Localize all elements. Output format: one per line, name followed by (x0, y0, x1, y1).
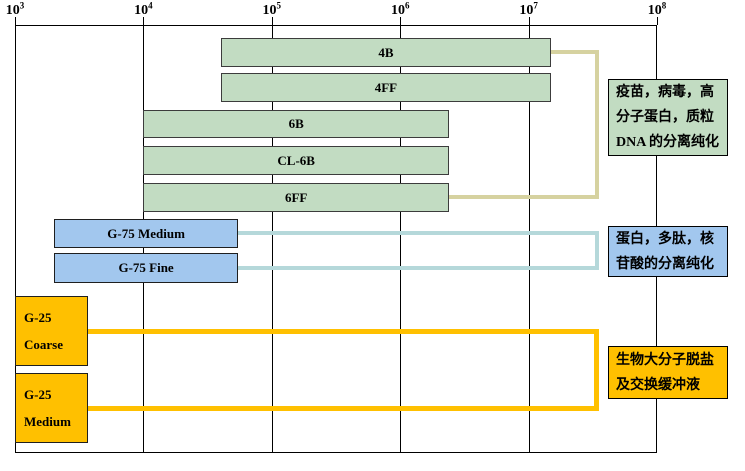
annotation-line: 分子蛋白，质粒 (616, 110, 714, 125)
bracket-g25-vertical (594, 328, 599, 411)
gridline-1e6 (400, 25, 402, 453)
bracket-g25-bottom (88, 405, 599, 411)
tick-label-1e7: 107 (519, 0, 538, 18)
bar-label-line: G-25 (24, 310, 52, 325)
bracket-g75-vertical (595, 231, 599, 270)
tick-1e3 (15, 17, 16, 25)
tick-label-1e6: 106 (390, 0, 410, 18)
bar-4ff: 4FF (220, 73, 552, 102)
bracket-sepharose-vertical (595, 50, 599, 199)
bar-6ff: 6FF (143, 183, 449, 212)
tick-label-1e5: 105 (262, 0, 282, 18)
gridline-1e5 (271, 25, 273, 453)
bar-label: G-75 Medium (107, 225, 185, 241)
bar-label: 6FF (284, 189, 308, 205)
bracket-sepharose-top (551, 50, 599, 54)
annotation-g75: 蛋白，多肽，核苷酸的分离纯化 (608, 226, 728, 277)
annotation-line: 及交换缓冲液 (616, 377, 700, 393)
annotation-line: 生物大分子脱盐 (616, 352, 714, 368)
tick-1e6 (400, 17, 402, 25)
bar-label: CL-6B (277, 152, 315, 168)
bar-label-line: Medium (24, 414, 71, 429)
annotation-sepharose: 疫苗，病毒，高分子蛋白，质粒 DNA 的分离纯化 (608, 79, 728, 156)
annotation-g25: 生物大分子脱盐及交换缓冲液 (608, 346, 728, 399)
tick-label-1e4: 104 (134, 0, 153, 18)
bar-label-line: G-25 (24, 387, 52, 402)
tick-1e8 (657, 17, 658, 25)
tick-label-1e8: 108 (647, 0, 667, 18)
bar-g-75-medium: G-75 Medium (53, 219, 239, 248)
bracket-g25-top (88, 328, 599, 334)
bracket-sepharose-bottom (449, 195, 599, 199)
bar-label-line: Coarse (24, 337, 63, 352)
bar-g-75-fine: G-75 Fine (53, 253, 239, 283)
annotation-line: 蛋白，多肽，核 (616, 231, 714, 247)
annotation-line: 疫苗，病毒，高 (616, 85, 714, 100)
bar-label: 6B (288, 116, 304, 131)
tick-1e5 (271, 17, 273, 25)
gridline-1e7 (528, 25, 530, 453)
bar-label: 4FF (374, 79, 398, 95)
bracket-g75-top (238, 231, 599, 235)
bar-4b: 4B (220, 38, 552, 67)
tick-1e7 (528, 17, 530, 25)
annotation-line: DNA 的分离纯化 (616, 135, 720, 150)
bracket-g75-bottom (238, 266, 599, 270)
bar-cl-6b: CL-6B (143, 146, 449, 175)
bar-label: 4B (378, 44, 394, 60)
bar-label: G-75 Fine (118, 260, 174, 275)
bar-6b: 6B (143, 110, 449, 138)
tick-1e4 (143, 17, 145, 25)
tick-label-1e3: 103 (5, 0, 25, 18)
annotation-line: 苷酸的分离纯化 (616, 256, 714, 272)
